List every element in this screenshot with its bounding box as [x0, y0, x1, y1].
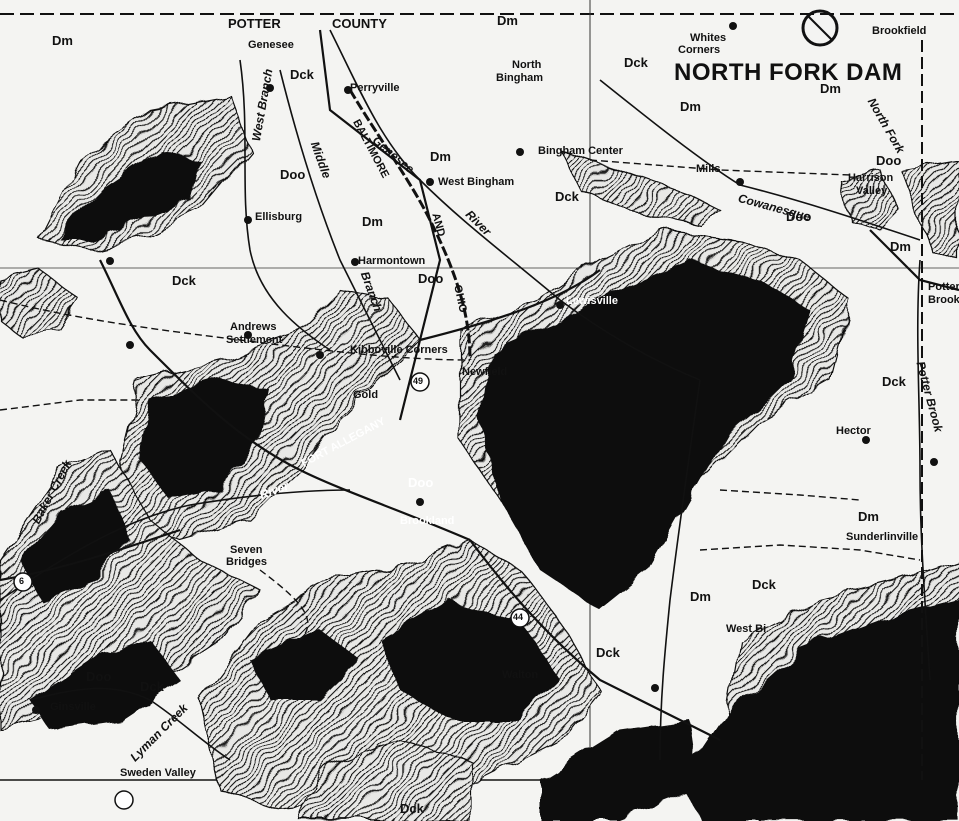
- place-perryville: Perryville: [350, 82, 400, 94]
- place-whites-2: Corners: [678, 44, 721, 56]
- county-label-county: COUNTY: [332, 16, 387, 31]
- dam-marker-slash: [807, 15, 833, 41]
- dam-location-marker: [801, 9, 839, 47]
- geo-code-dck: Dck: [596, 645, 620, 660]
- geo-code-doo: Doo: [280, 167, 306, 182]
- place-ginsville: Ginsville: [50, 701, 96, 713]
- place-brookfield: Brookfield: [872, 25, 927, 37]
- route-number-49: 49: [413, 376, 424, 386]
- place-genesee: Genesee: [248, 39, 294, 51]
- place-west-bingham: West Bingham: [438, 176, 515, 188]
- roads: [0, 159, 921, 641]
- route-number-6: 6: [19, 576, 25, 586]
- geo-code-dck: Dck: [140, 679, 164, 694]
- place-potter-brook-2: Brook: [928, 294, 959, 306]
- geo-code-doo: Doo: [876, 153, 902, 168]
- place-sweden-valley: Sweden Valley: [120, 767, 196, 779]
- place-andrews-2: Settlement: [226, 334, 283, 346]
- place-mills: Mills: [696, 163, 721, 175]
- geo-code-dck: Dck: [400, 801, 424, 816]
- place-seven-bridges-1: Seven: [230, 544, 263, 556]
- place-bingham-center: Bingham Center: [538, 145, 623, 157]
- place-west-bingham-2: West Bi: [726, 623, 767, 635]
- geo-code-dck: Dck: [172, 273, 196, 288]
- place-newfield: Newfield: [462, 366, 508, 378]
- place-ellisburg: Ellisburg: [255, 211, 303, 223]
- place-north-bingham-1: North: [512, 59, 542, 71]
- geo-code-dm: Dm: [858, 509, 879, 524]
- geo-code-dm: Dm: [680, 99, 701, 114]
- place-seven-bridges-2: Bridges: [226, 556, 267, 568]
- geo-code-doo: Doo: [786, 209, 812, 224]
- geo-code-dck: Dck: [752, 577, 776, 592]
- geo-code-dm: Dm: [690, 589, 711, 604]
- place-kibboville: Kibboville Corners: [350, 344, 448, 356]
- geo-code-dm: Dm: [430, 149, 451, 164]
- geo-code-dck: Dck: [290, 67, 314, 82]
- geo-code-doo: Doo: [408, 475, 434, 490]
- route-shields: [13, 372, 530, 810]
- geo-code-dm: Dm: [890, 239, 911, 254]
- map-title: NORTH FORK DAM: [674, 59, 903, 86]
- geo-code-dck: Dck: [624, 55, 648, 70]
- geo-code-dm: Dm: [362, 214, 383, 229]
- dark-terrain: [20, 150, 959, 821]
- place-brookland: Brookland: [400, 515, 455, 527]
- place-sunderlinville: Sunderlinville: [846, 531, 919, 543]
- town-markers: [32, 22, 938, 714]
- place-harmontown: Harmontown: [358, 255, 426, 267]
- geo-code-dck: Dck: [555, 189, 579, 204]
- geo-code-dck: Dck: [882, 374, 906, 389]
- place-gold: Gold: [353, 389, 379, 401]
- place-north-bingham-2: Bingham: [496, 72, 544, 84]
- place-harrison-1: Harrison: [848, 172, 894, 184]
- geo-code-doo: Doo: [86, 669, 112, 684]
- place-whites-1: Whites: [690, 32, 727, 44]
- place-harrison-2: Valley: [856, 185, 888, 197]
- place-lewisville: Lewisville: [566, 295, 618, 307]
- geo-code-dm: Dm: [497, 13, 518, 28]
- county-label-potter: POTTER: [228, 16, 281, 31]
- place-potter-brook-1: Potter: [928, 281, 959, 293]
- geo-code-dm: Dm: [820, 81, 841, 96]
- place-hector: Hector: [836, 425, 871, 437]
- railroad-line: [348, 89, 472, 361]
- geo-code-dm: Dm: [52, 33, 73, 48]
- route-number-44: 44: [513, 612, 524, 622]
- place-walton: Walton: [502, 669, 539, 681]
- geo-code-doo: Doo: [418, 271, 444, 286]
- place-andrews-1: Andrews: [230, 321, 277, 333]
